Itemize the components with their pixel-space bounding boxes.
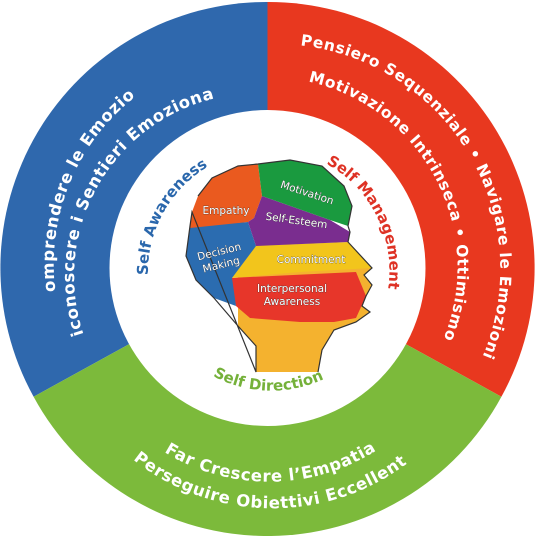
interpersonal-label: Interpersonal (257, 283, 327, 295)
empathy-segment (190, 164, 262, 228)
head-illustration: Empathy Motivation Self-Esteem Decision … (185, 159, 373, 373)
motivation-segment (258, 160, 352, 226)
commitment-segment (232, 242, 372, 278)
self-esteem-segment (248, 196, 350, 246)
empathy-label: Empathy (203, 205, 250, 217)
head-outline (185, 159, 373, 373)
decision-making-segment (186, 222, 256, 306)
interpersonal-label-2: Awareness (264, 296, 320, 308)
commitment-label: Commitment (277, 254, 346, 266)
interpersonal-segment (230, 272, 366, 322)
